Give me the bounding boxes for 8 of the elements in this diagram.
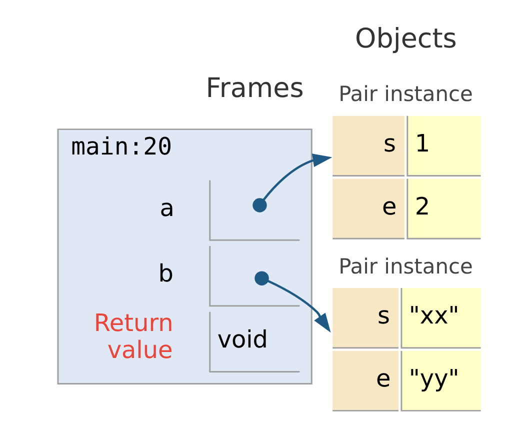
label: Frames bbox=[206, 72, 304, 104]
node-label: Pair instance bbox=[338, 82, 473, 106]
node-label: b bbox=[158, 260, 174, 288]
label: Objects bbox=[355, 24, 457, 55]
node-label: a bbox=[160, 194, 174, 222]
node-label: Pair instance bbox=[338, 254, 473, 278]
node-label: Return value bbox=[94, 309, 174, 364]
node-text: void bbox=[217, 326, 268, 354]
